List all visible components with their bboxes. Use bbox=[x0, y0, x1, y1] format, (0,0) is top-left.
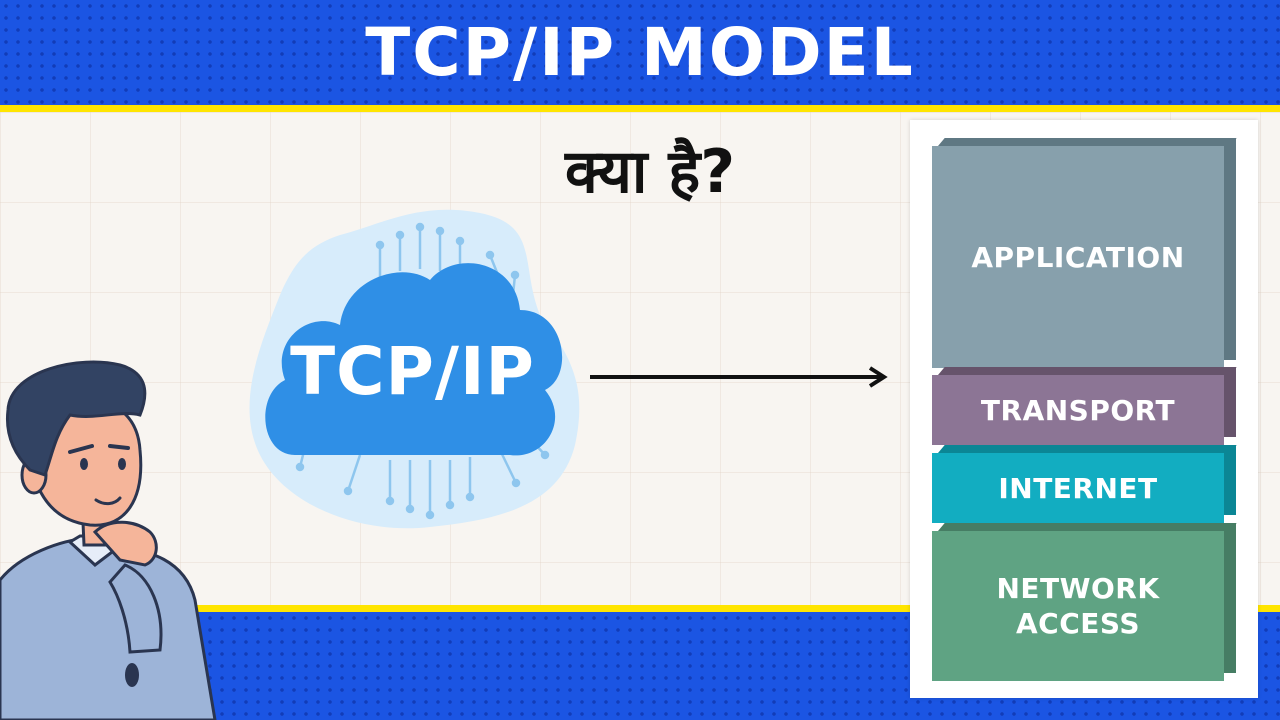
bottom-yellow-line bbox=[0, 605, 1280, 612]
cloud-label: TCP/IP bbox=[290, 333, 535, 410]
layer-transport-label: TRANSPORT bbox=[932, 375, 1224, 445]
layer-transport: TRANSPORT bbox=[932, 367, 1237, 445]
layer-internet: INTERNET bbox=[932, 445, 1237, 523]
cloud-icon bbox=[249, 209, 580, 529]
layer-application-label: APPLICATION bbox=[932, 146, 1224, 368]
layer-internet-label: INTERNET bbox=[932, 453, 1224, 523]
top-yellow-line bbox=[0, 105, 1280, 112]
page-title: TCP/IP MODEL bbox=[365, 14, 915, 91]
layer-network-access-label: NETWORK ACCESS bbox=[932, 531, 1224, 681]
layer-network-access: NETWORK ACCESS bbox=[932, 523, 1237, 681]
tcp-ip-cloud: TCP/IP bbox=[240, 205, 585, 535]
thinking-person-illustration bbox=[0, 360, 217, 720]
arrow-right-icon bbox=[590, 366, 888, 388]
layer-application: APPLICATION bbox=[932, 138, 1237, 368]
tcp-ip-layer-stack: APPLICATION TRANSPORT INTERNET NETWORK A… bbox=[910, 120, 1258, 698]
top-banner bbox=[0, 0, 1280, 105]
subtitle: क्या है? bbox=[565, 137, 735, 207]
